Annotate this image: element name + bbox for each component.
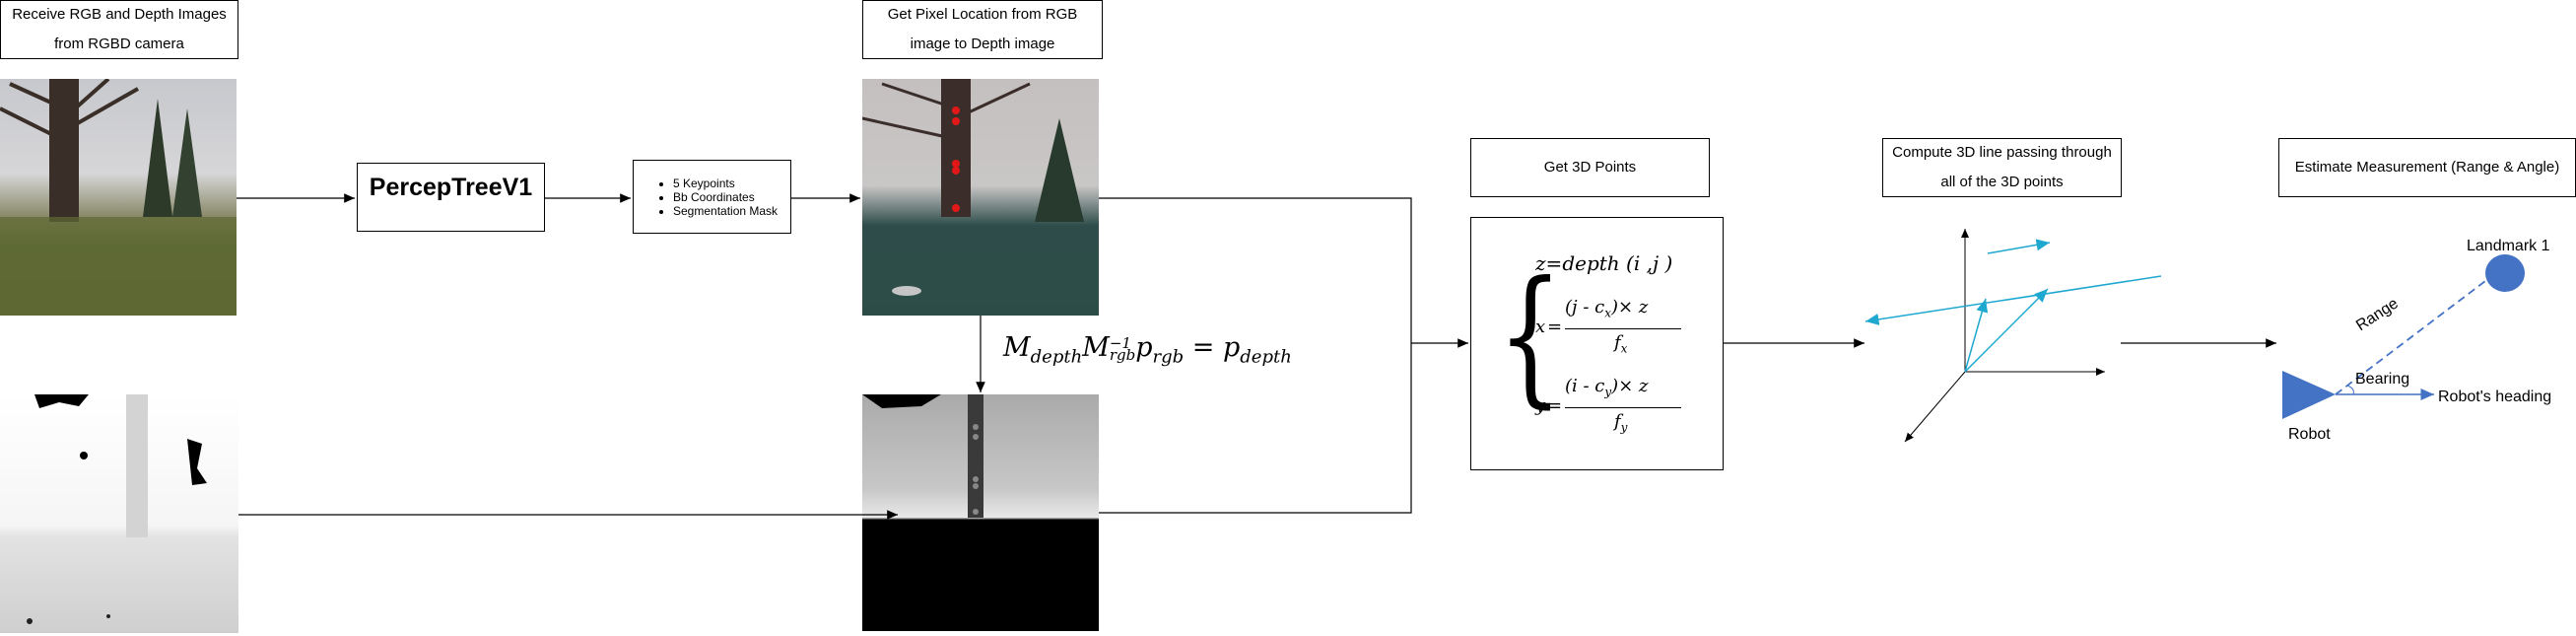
step-get-pixel-location: Get Pixel Location from RGB image to Dep… [862, 0, 1103, 59]
outputs-list: 5 Keypoints Bb Coordinates Segmentation … [634, 177, 778, 218]
depth-keypoints-scene [862, 394, 983, 518]
step-estimate-measurement: Estimate Measurement (Range & Angle) [2278, 138, 2576, 197]
connector-depth-merge [1099, 343, 1412, 514]
connector-rgb-merge [1099, 197, 1412, 343]
step-get-3d-label: Get 3D Points [1543, 159, 1637, 176]
keypoint-marker [952, 117, 960, 125]
step-get-3d-points: Get 3D Points [1470, 138, 1710, 197]
axes-3d [1864, 229, 2162, 443]
robot-label: Robot [2288, 426, 2331, 443]
keypoint-marker [952, 167, 960, 175]
point-vector [1964, 298, 1989, 373]
depth-input-shapes [27, 394, 207, 624]
output-item: 5 Keypoints [673, 177, 778, 190]
brace-icon: { [1497, 250, 1564, 422]
rgb-keypoints-scene [862, 79, 1084, 296]
step-get-pixel-label: Get Pixel Location from RGB image to Dep… [887, 6, 1078, 52]
step-receive-label: Receive RGB and Depth Images from RGBD c… [12, 6, 227, 52]
robot-icon [2282, 371, 2336, 419]
landmark-icon [2485, 254, 2525, 292]
fitted-3d-line [1864, 275, 2162, 325]
output-item: Bb Coordinates [673, 190, 778, 204]
range-label: Range [2353, 295, 2402, 335]
keypoint-marker [952, 160, 960, 168]
bearing-label: Bearing [2355, 371, 2410, 388]
rgb-input-image [0, 79, 237, 316]
model-outputs-box: 5 Keypoints Bb Coordinates Segmentation … [633, 160, 791, 234]
step-estimate-label: Estimate Measurement (Range & Angle) [2294, 159, 2560, 176]
heading-label: Robot's heading [2438, 389, 2552, 405]
depth-input-image [0, 394, 238, 633]
step-receive-images: Receive RGB and Depth Images from RGBD c… [0, 0, 238, 59]
keypoint-marker [952, 204, 960, 212]
rgb-input-trees [0, 79, 237, 316]
bearing-arc [2346, 385, 2354, 395]
point-vector [1964, 288, 2049, 373]
output-item: Segmentation Mask [673, 204, 778, 218]
rgb-keypoints-image [862, 79, 1099, 316]
equation-z: z=depth (i ,j ) [1535, 251, 1673, 275]
step-compute-3d-line: Compute 3D line passing through all of t… [1882, 138, 2122, 197]
model-name: PercepTreeV1 [369, 174, 533, 201]
projection-equations-box: { z=depth (i ,j ) x = (j - cx)× z fx y =… [1470, 217, 1724, 470]
landmark-label: Landmark 1 [2467, 238, 2550, 254]
keypoint-marker [952, 106, 960, 114]
depth-keypoints-image [862, 394, 1099, 631]
model-box: PercepTreeV1 [357, 163, 545, 232]
direction-vector [1987, 239, 2051, 254]
step-compute-line-label: Compute 3D line passing through all of t… [1892, 144, 2112, 190]
